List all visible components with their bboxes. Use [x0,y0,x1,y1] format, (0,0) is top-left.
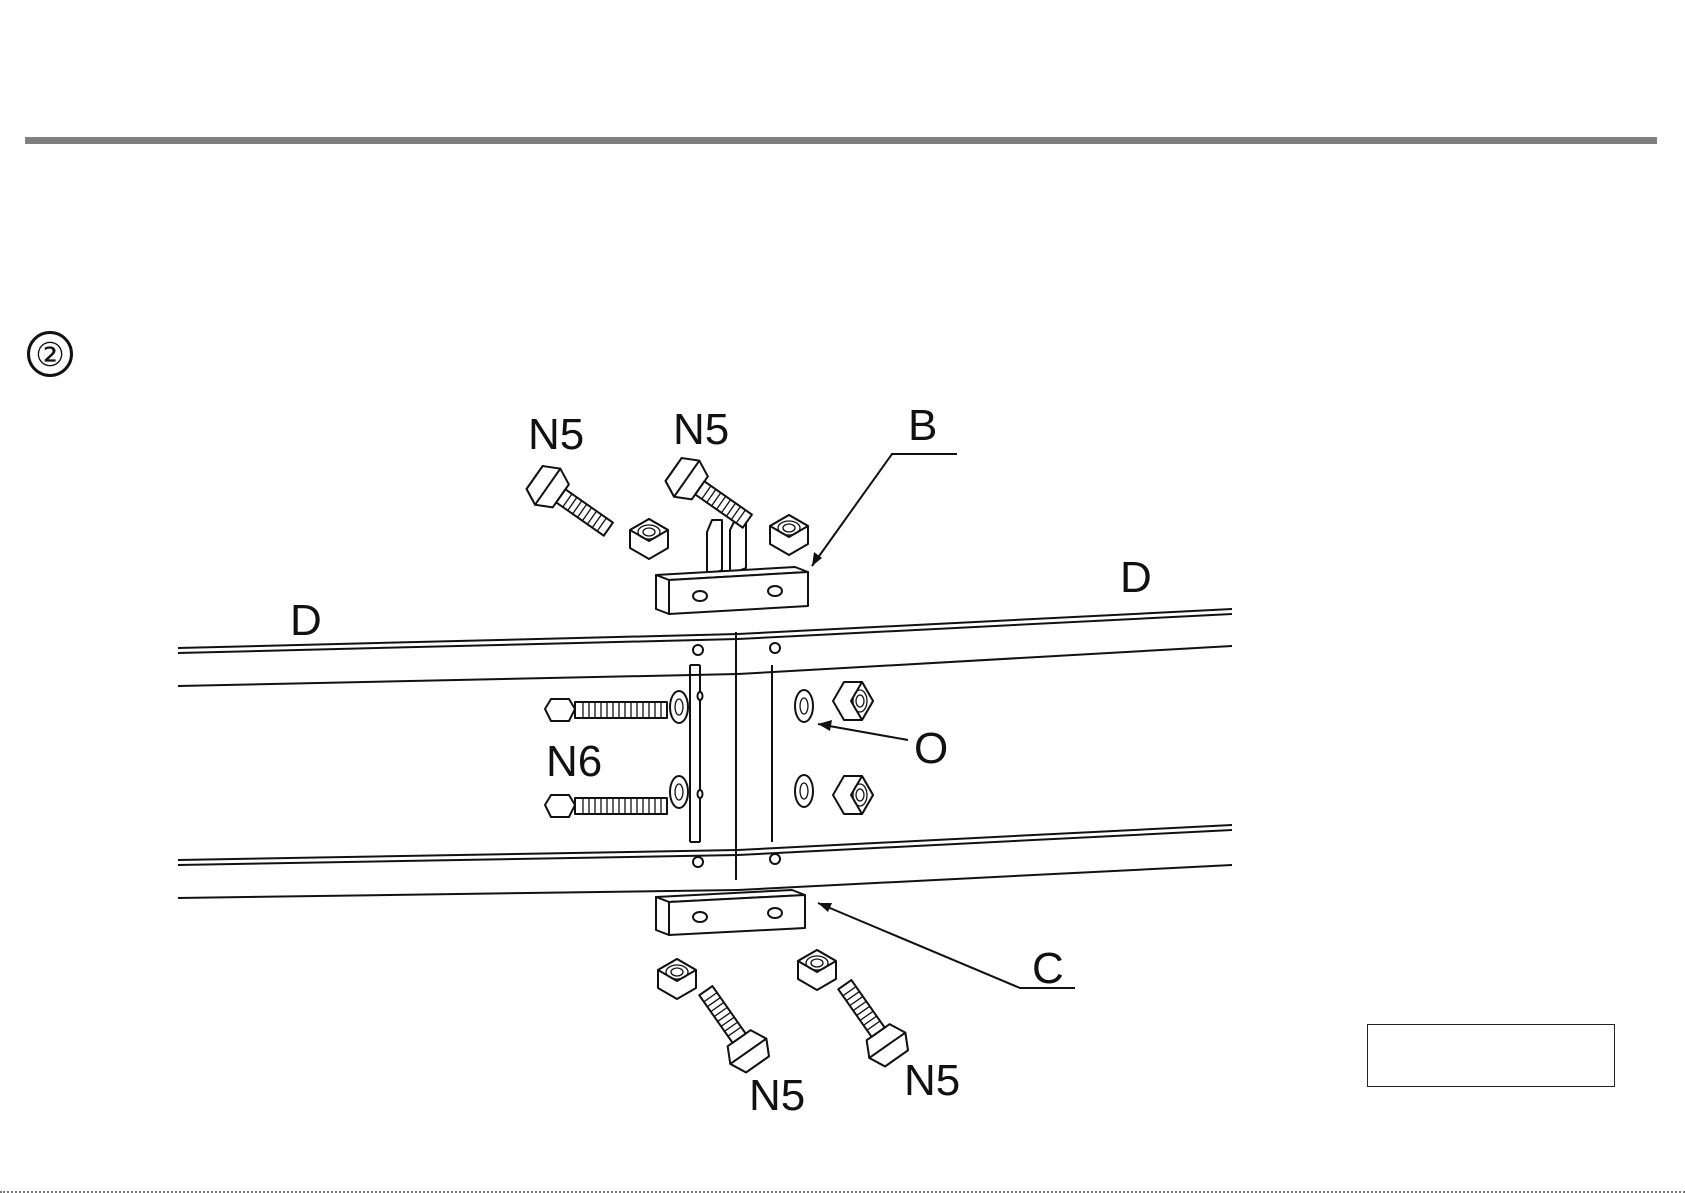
bolt-n5-top-left [522,460,621,548]
nut-bottom-right [798,950,836,990]
label-d-right: D [1120,553,1152,602]
nut-top-right [770,515,808,555]
washer-right-lower [795,775,813,807]
washer-left-upper [670,691,688,723]
label-b: B [908,401,937,450]
label-n5-top-right: N5 [673,405,729,454]
bolt-n6-upper [545,699,667,721]
bolt-n6-lower [545,795,667,817]
rail-right [738,609,1232,890]
label-d-left: D [290,596,322,645]
washer-left-lower [670,776,688,808]
label-n6: N6 [546,737,602,786]
label-n5-top-left: N5 [528,410,584,459]
nut-right-upper [833,682,873,720]
label-o: O [914,724,948,773]
nut-right-lower [833,776,873,814]
label-c: C [1032,944,1064,993]
washer-right-upper [795,690,813,722]
bolt-n5-bottom-right [827,972,915,1071]
empty-note-box [1367,1024,1615,1087]
leader-b [812,454,957,566]
bracket-c [656,890,805,935]
rail-left [178,634,738,898]
label-n5-bottom-left: N5 [749,1071,805,1120]
label-n5-bottom-right: N5 [904,1056,960,1105]
leader-o [818,720,908,740]
nut-top-left [630,519,668,559]
bolt-n5-bottom-left [688,978,776,1077]
rail-joint [690,632,780,880]
nut-bottom-left [658,959,696,999]
